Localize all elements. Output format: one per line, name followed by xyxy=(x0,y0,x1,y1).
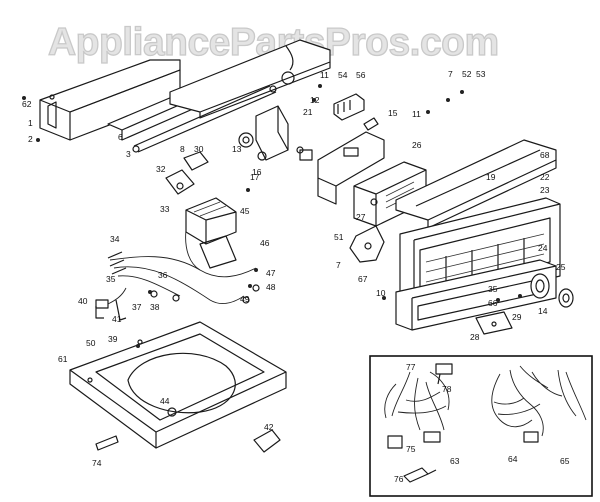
callout-11: 11 xyxy=(412,109,421,119)
callout-23: 23 xyxy=(540,185,550,195)
valve-part xyxy=(185,197,237,269)
callout-52: 52 xyxy=(462,69,472,79)
knob-parts xyxy=(530,273,574,308)
callout-3: 3 xyxy=(126,149,131,159)
callout-38: 38 xyxy=(150,302,160,312)
callout-28: 28 xyxy=(470,332,480,342)
callout-19: 19 xyxy=(486,172,496,182)
callout-53: 53 xyxy=(476,69,486,79)
callout-62: 62 xyxy=(22,99,32,109)
callout-51: 51 xyxy=(334,232,344,242)
callout-36: 36 xyxy=(158,270,168,280)
callout-63: 63 xyxy=(450,456,460,466)
callout-27: 27 xyxy=(356,212,366,222)
callout-66: 66 xyxy=(488,298,498,308)
callout-1: 1 xyxy=(28,118,33,128)
bracket-cluster-part xyxy=(165,151,209,195)
callout-46: 46 xyxy=(260,238,270,248)
callout-77: 77 xyxy=(406,362,416,372)
callout-34: 34 xyxy=(110,234,120,244)
callout-75: 75 xyxy=(406,444,416,454)
watermark-text: AppliancePartsPros.com xyxy=(48,21,499,64)
callout-76: 76 xyxy=(394,474,404,484)
switch-block-part xyxy=(333,93,379,131)
callout-21: 21 xyxy=(303,107,313,117)
callout-37: 37 xyxy=(132,302,142,312)
hardware-40-41-part xyxy=(95,299,127,321)
callout-6: 6 xyxy=(118,132,123,142)
switch-plate-part xyxy=(296,131,385,205)
callout-42: 42 xyxy=(264,422,274,432)
harness-inset xyxy=(369,355,593,497)
callout-54: 54 xyxy=(338,70,348,80)
callout-39: 39 xyxy=(108,334,118,344)
callout-50: 50 xyxy=(86,338,96,348)
plate-28-part xyxy=(475,311,513,335)
callout-35: 35 xyxy=(106,274,116,284)
callout-78: 78 xyxy=(442,384,452,394)
timer-bracket-part xyxy=(238,105,289,161)
callout-45: 45 xyxy=(240,206,250,216)
callout-10: 10 xyxy=(376,288,386,298)
callout-33: 33 xyxy=(160,204,170,214)
callout-49: 49 xyxy=(240,294,250,304)
callout-44: 44 xyxy=(160,396,170,406)
callout-8: 8 xyxy=(180,144,185,154)
callout-61: 61 xyxy=(58,354,68,364)
callout-47: 47 xyxy=(266,268,276,278)
callout-24: 24 xyxy=(538,243,548,253)
callout-17: 17 xyxy=(250,172,260,182)
console-trim-part xyxy=(395,139,557,229)
callout-35: 35 xyxy=(488,284,498,294)
bracket-51-part xyxy=(349,225,385,263)
callout-22: 22 xyxy=(540,172,550,182)
callout-30: 30 xyxy=(194,144,204,154)
back-panel-part xyxy=(169,39,331,119)
hinge-74-part xyxy=(95,435,119,451)
console-housing-part xyxy=(39,59,181,141)
callout-48: 48 xyxy=(266,282,276,292)
wiring-harness-part xyxy=(95,229,260,309)
callout-26: 26 xyxy=(412,140,422,150)
callout-11: 11 xyxy=(320,70,329,80)
callout-16: 16 xyxy=(252,167,262,177)
callout-65: 65 xyxy=(560,456,570,466)
callout-29: 29 xyxy=(512,312,522,322)
callout-68: 68 xyxy=(540,150,550,160)
callout-7: 7 xyxy=(336,260,341,270)
screw-markers xyxy=(22,84,522,348)
callout-56: 56 xyxy=(356,70,366,80)
lower-front-panel-part xyxy=(395,259,557,331)
part-drawings xyxy=(22,39,593,497)
callout-2: 2 xyxy=(28,134,33,144)
clip-42-part xyxy=(253,429,281,453)
cabinet-top-part xyxy=(69,321,287,449)
callout-40: 40 xyxy=(78,296,88,306)
callout-41: 41 xyxy=(112,314,122,324)
callout-67: 67 xyxy=(358,274,368,284)
callout-12: 12 xyxy=(310,95,320,105)
callout-25: 25 xyxy=(556,262,566,272)
callout-7: 7 xyxy=(448,69,453,79)
callout-32: 32 xyxy=(156,164,166,174)
callout-14: 14 xyxy=(538,306,548,316)
callout-13: 13 xyxy=(232,144,242,154)
callout-64: 64 xyxy=(508,454,518,464)
callout-15: 15 xyxy=(388,108,398,118)
callout-74: 74 xyxy=(92,458,102,468)
